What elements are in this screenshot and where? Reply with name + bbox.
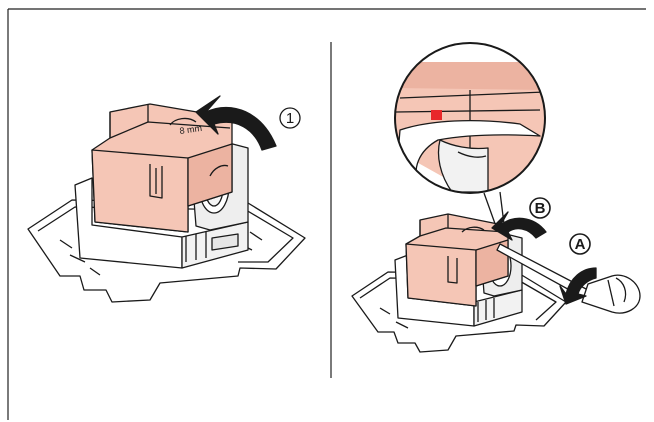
rotate-arrow-a-icon [559,267,597,305]
label-a-badge: A [569,233,591,255]
label-b-badge: B [529,197,551,219]
screwdriver-icon [496,243,641,314]
label-a: A [575,236,586,253]
cartridge [91,103,233,233]
magnified-detail [394,42,546,233]
cartridge-mark-text: 8 mm [179,123,203,136]
step-badge: 1 [279,107,301,129]
latch-highlight [431,110,442,120]
left-panel: 8 mm [27,95,306,303]
rotate-arrow-b-icon [491,211,547,241]
label-b: B [535,200,546,217]
rotate-arrow-icon [195,95,277,151]
step-number: 1 [286,110,294,127]
right-panel [351,42,641,353]
frame-lines [7,8,646,420]
